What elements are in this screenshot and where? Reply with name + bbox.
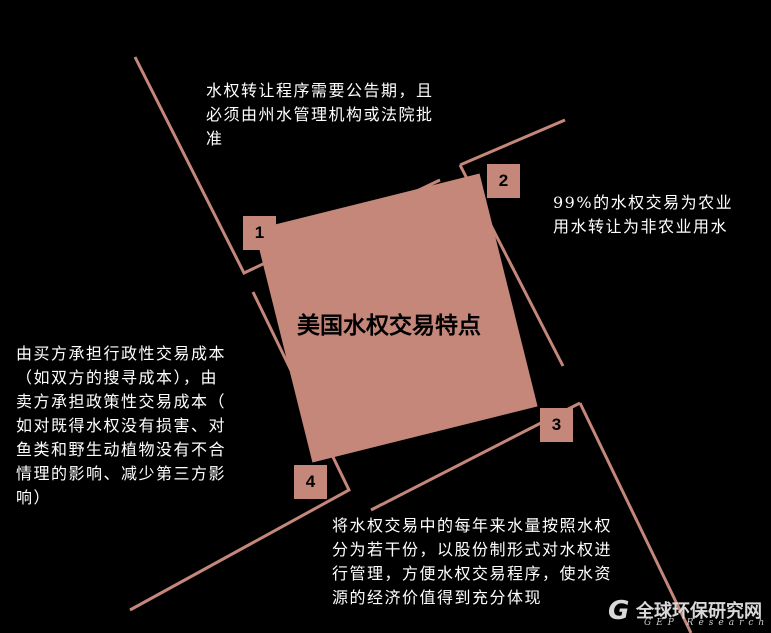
note-2-line: 用水转让为非农业用水	[553, 217, 729, 236]
note-4-line: 响）	[16, 488, 52, 507]
watermark-mark: G	[608, 596, 630, 626]
note-2-line: 99%的水权交易为农业	[553, 193, 734, 212]
note-4-line: 由买方承担行政性交易成本	[16, 344, 227, 363]
badge-4: 4	[294, 465, 327, 499]
note-2: 99%的水权交易为农业 用水转让为非农业用水	[553, 191, 733, 239]
note-1-line: 必须由州水管理机构或法院批	[206, 105, 434, 124]
note-4-line: 卖方承担政策性交易成本（	[16, 392, 227, 411]
connector-4	[129, 291, 351, 612]
note-4-line: 情理的影响、减少第三方影	[16, 464, 227, 483]
watermark-subtitle: GEP Research	[644, 618, 770, 628]
connector-2	[459, 118, 566, 167]
note-1-line: 水权转让程序需要公告期，且	[206, 81, 434, 100]
note-3: 将水权交易中的每年来水量按照水权 分为若干份，以股份制形式对水权进 行管理，方便…	[332, 514, 612, 610]
badge-1: 1	[243, 216, 276, 250]
note-4-line: 鱼类和野生动植物没有不合	[16, 440, 227, 459]
watermark-logo: G 全球环保研究网 GEP Research	[608, 596, 768, 632]
note-3-line: 行管理，方便水权交易程序，使水资	[332, 564, 613, 583]
note-4-line: 如对既得水权没有损害、对	[16, 416, 227, 435]
note-3-line: 将水权交易中的每年来水量按照水权	[332, 516, 613, 535]
note-4-line: （如双方的搜寻成本），由	[16, 368, 219, 387]
center-label: 美国水权交易特点	[297, 312, 481, 339]
note-4: 由买方承担行政性交易成本 （如双方的搜寻成本），由 卖方承担政策性交易成本（ 如…	[16, 342, 226, 510]
note-3-line: 源的经济价值得到充分体现	[332, 588, 543, 607]
note-1-line: 准	[206, 129, 224, 148]
connector-3	[578, 402, 693, 633]
note-1: 水权转让程序需要公告期，且 必须由州水管理机构或法院批 准	[206, 79, 434, 151]
badge-2: 2	[487, 164, 520, 198]
note-3-line: 分为若干份，以股份制形式对水权进	[332, 540, 613, 559]
badge-3: 3	[540, 408, 573, 442]
watermark-title: 全球环保研究网	[636, 601, 762, 622]
